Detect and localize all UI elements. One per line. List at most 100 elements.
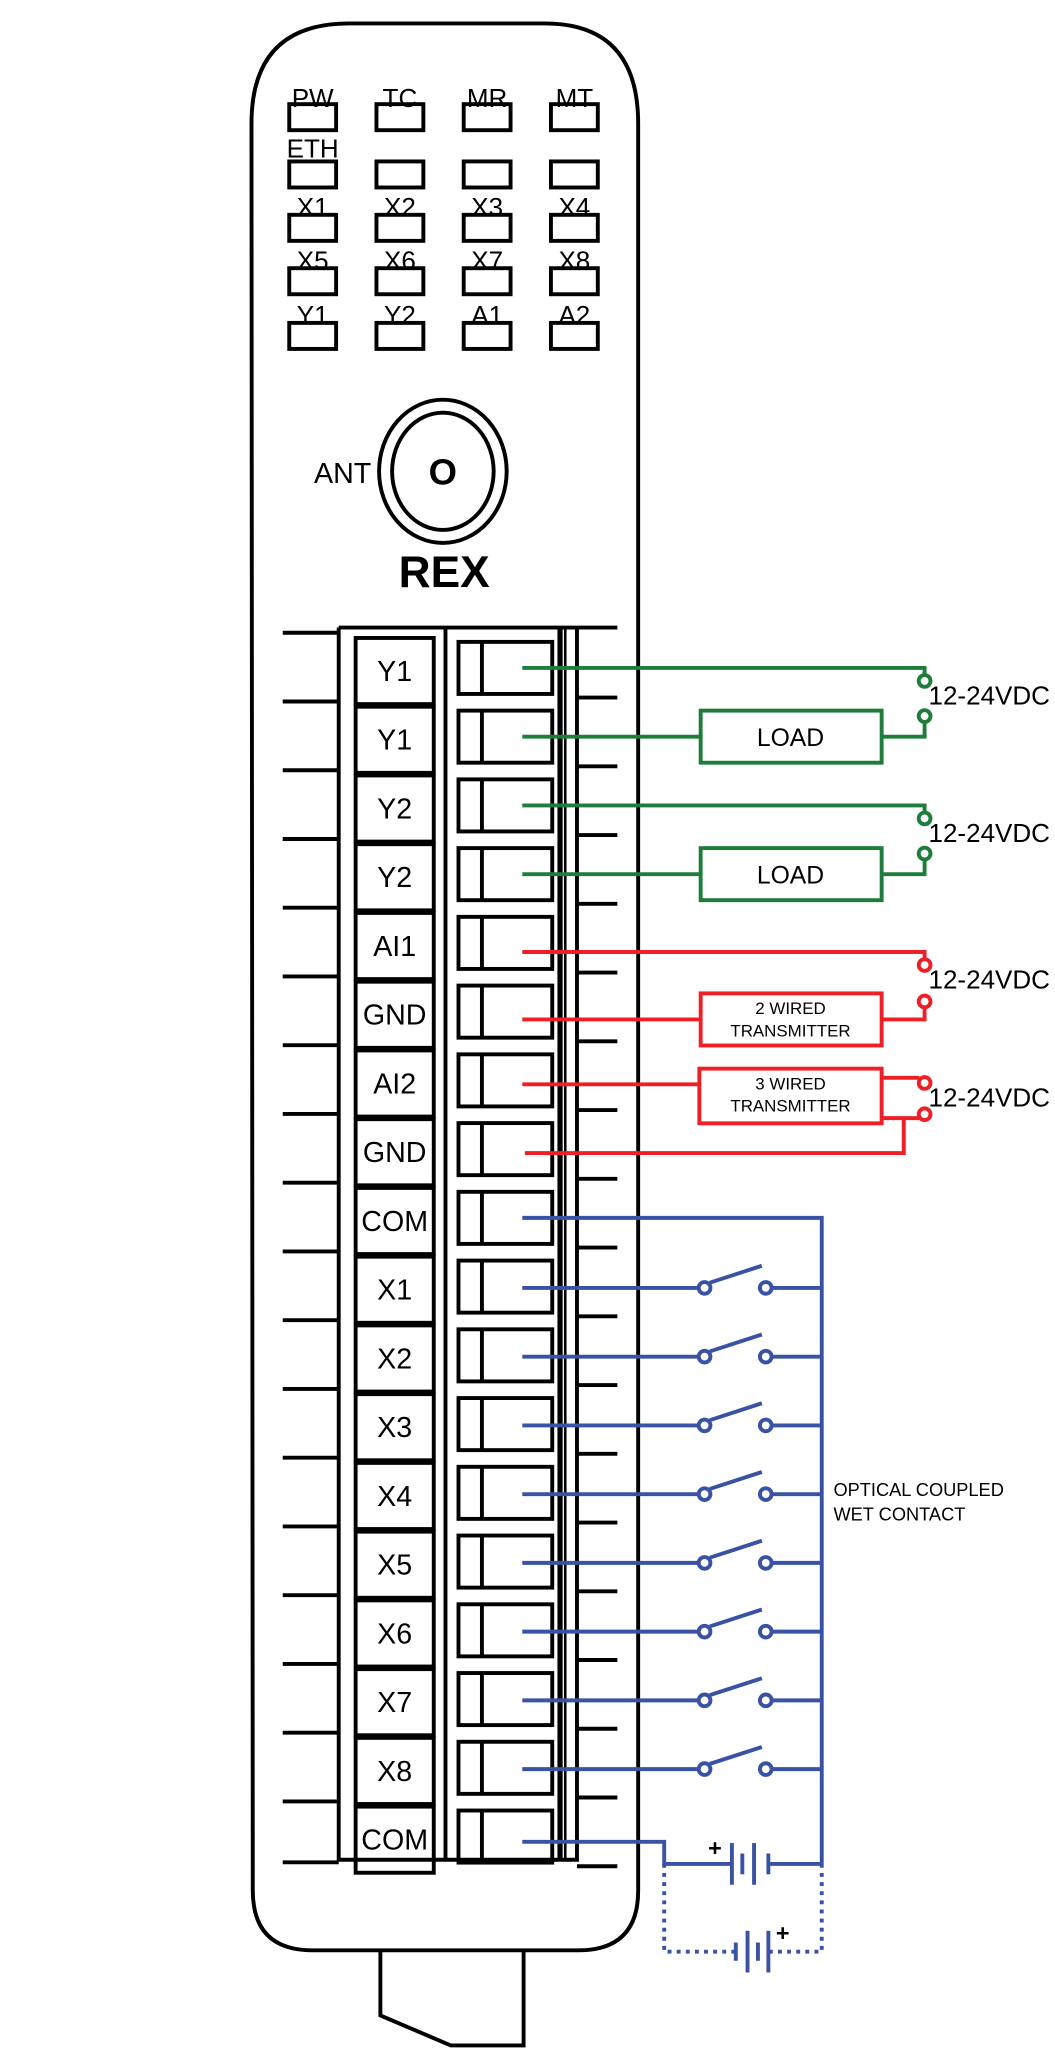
three-wire-transmitter-box	[697, 1066, 884, 1126]
terminal-label-box	[353, 1185, 436, 1257]
terminal-label: Y1	[377, 725, 412, 757]
switch-contact	[757, 1692, 774, 1709]
switch-contact	[696, 1761, 713, 1777]
terminal-label: X6	[377, 1618, 412, 1650]
transmitter-label: TRANSMITTER	[730, 1021, 850, 1040]
supply-terminal	[916, 673, 933, 689]
terminal-label-box	[353, 1117, 436, 1188]
brand-label: REX	[399, 548, 490, 597]
terminal-label-box	[353, 1598, 436, 1669]
transmitter-label: 3 WIRED	[755, 1074, 825, 1093]
led-indicator	[287, 266, 339, 297]
antenna-label: ANT	[314, 458, 371, 490]
terminal-screw	[456, 914, 555, 971]
terminal-label-box	[353, 910, 436, 982]
terminal-label: AI1	[373, 931, 416, 963]
terminal-screw	[456, 1121, 555, 1178]
switch-contact	[757, 1280, 774, 1296]
terminal-label: Y1	[377, 656, 412, 688]
terminal-label-box	[353, 704, 436, 775]
load-box	[698, 708, 884, 765]
terminal-label: X7	[377, 1687, 412, 1719]
led-indicator	[374, 159, 426, 190]
led-label: Y2	[384, 300, 416, 330]
analog-supply-wire	[522, 950, 927, 960]
terminal-screw	[456, 1052, 555, 1109]
led-label: X3	[471, 192, 503, 222]
led-indicator	[287, 159, 339, 190]
device-housing	[249, 21, 641, 1953]
led-indicator	[548, 102, 600, 133]
common-wire	[522, 1839, 732, 1866]
terminal-label-box	[353, 636, 436, 707]
input-note: OPTICAL COUPLED	[833, 1480, 1003, 1500]
terminal-label: GND	[363, 1000, 427, 1032]
battery-plus-sign: +	[776, 1920, 790, 1946]
switch-contact	[696, 1692, 713, 1709]
terminal-label: GND	[363, 1137, 427, 1169]
led-indicator	[461, 212, 513, 243]
supply-terminal	[916, 845, 933, 862]
terminal-label: X2	[377, 1343, 412, 1375]
terminal-label: Y2	[377, 793, 412, 825]
supply-terminal	[916, 810, 933, 827]
led-indicator	[287, 102, 339, 133]
supply-terminal	[916, 1075, 933, 1091]
supply-voltage-label: 12-24VDC	[929, 1082, 1050, 1112]
terminal-label-box	[353, 773, 436, 844]
terminal-label: COM	[361, 1206, 428, 1238]
device-body: REX	[249, 21, 641, 2048]
terminal-label: X1	[377, 1275, 412, 1307]
antenna-center-pin: O	[429, 451, 457, 492]
terminal-label-box	[353, 1667, 436, 1738]
alt-battery-wire	[662, 1863, 736, 1954]
switch-contact	[757, 1623, 774, 1640]
terminal-label-box	[353, 1735, 436, 1806]
battery-plus-sign: +	[708, 1835, 722, 1861]
led-label: TC	[383, 83, 418, 113]
led-label: X1	[297, 192, 329, 222]
led-label: MR	[467, 83, 507, 113]
output-supply-wire	[522, 803, 927, 814]
switch-lever	[709, 1676, 763, 1698]
led-indicator	[461, 320, 513, 351]
led-indicator	[374, 212, 426, 243]
switch-lever	[709, 1332, 763, 1354]
led-label: A1	[471, 300, 503, 330]
switch-lever	[709, 1470, 763, 1491]
terminal-label: AI2	[373, 1068, 416, 1100]
terminal-screw	[456, 983, 555, 1040]
terminal-label: X5	[377, 1550, 412, 1582]
switch-contact	[696, 1555, 713, 1571]
led-label: X6	[384, 246, 416, 276]
led-label: PW	[292, 83, 334, 113]
led-indicator	[548, 212, 600, 243]
led-indicator	[461, 159, 513, 190]
switch-contact	[696, 1623, 713, 1640]
analog-supply-wire	[881, 1006, 927, 1022]
analog-gnd-wire	[524, 1118, 906, 1155]
terminal-label-box	[353, 979, 436, 1050]
led-indicator	[374, 320, 426, 351]
led-indicator	[287, 212, 339, 243]
terminal-label: X8	[377, 1756, 412, 1788]
led-label: Y1	[297, 300, 329, 330]
terminal-label-box	[353, 1048, 436, 1119]
load-label: LOAD	[757, 725, 824, 752]
antenna-connector: O ANT	[314, 397, 509, 545]
switch-contact	[696, 1417, 713, 1434]
terminal-label-box	[353, 1529, 436, 1600]
supply-voltage-label: 12-24VDC	[929, 818, 1050, 848]
transmitter-label: 2 WIRED	[755, 999, 825, 1018]
output-supply-wire	[881, 721, 927, 739]
output-supply-wire	[522, 665, 927, 676]
antenna-outer-ring	[377, 397, 509, 545]
led-indicator	[374, 102, 426, 133]
output-supply-wire	[881, 858, 927, 877]
mounting-tab	[378, 1950, 526, 2048]
switch-lever	[709, 1607, 763, 1629]
switch-contact	[696, 1280, 713, 1296]
